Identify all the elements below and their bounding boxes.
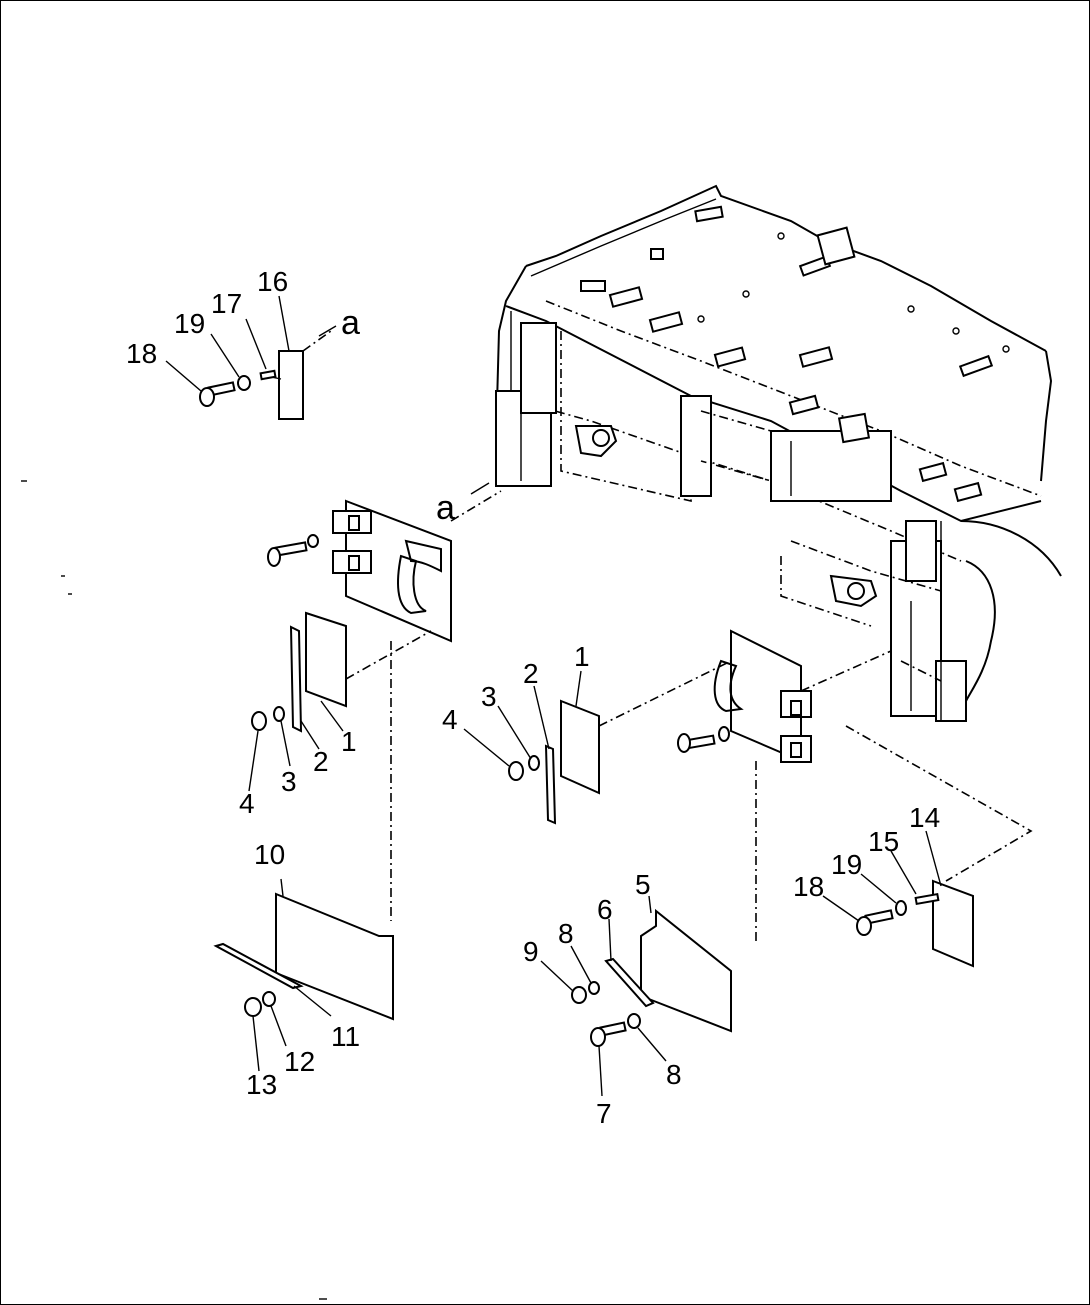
strip-2-left — [289, 625, 303, 733]
callout-13: 13 — [246, 1069, 277, 1100]
side-plate-14-group — [845, 660, 1033, 968]
strip-2-mid — [544, 744, 557, 825]
nut-4-mid — [508, 761, 524, 781]
washer-12 — [262, 991, 276, 1007]
callout-18-right: 18 — [793, 871, 824, 902]
spacer-15 — [914, 892, 940, 906]
callout-14: 14 — [909, 802, 940, 833]
callout-19-right: 19 — [831, 849, 862, 880]
callout-a-top: a — [341, 304, 360, 342]
washer-3-left — [273, 706, 285, 722]
washer-19-right — [895, 900, 907, 916]
bolt-7 — [590, 1021, 627, 1047]
side-plate-16-group — [199, 330, 332, 420]
middle-plate-group — [508, 660, 732, 825]
frame-assembly — [495, 184, 1062, 722]
bolt-18-top — [199, 381, 236, 407]
callout-15: 15 — [868, 826, 899, 857]
left-lower-plate-group — [213, 892, 394, 1021]
nut-13 — [244, 997, 262, 1017]
callout-1-mid: 1 — [574, 641, 590, 672]
spacer-17 — [259, 369, 277, 381]
left-hinge-bracket — [267, 490, 502, 921]
bolt-18-right — [856, 909, 894, 936]
washer-19-top — [237, 375, 251, 391]
nut-4-left — [251, 711, 267, 731]
callout-16-top: 16 — [257, 266, 288, 297]
callout-3-mid: 3 — [481, 681, 497, 712]
callout-5: 5 — [635, 869, 651, 900]
callout-10: 10 — [254, 839, 285, 870]
nut-9 — [571, 986, 587, 1004]
callout-17-top: 17 — [211, 288, 242, 319]
left-plate-group — [251, 611, 432, 733]
callout-2-mid: 2 — [523, 658, 539, 689]
callout-4-mid: 4 — [442, 704, 458, 735]
callout-19-top: 19 — [174, 308, 205, 339]
callout-a-mid: a — [436, 489, 455, 527]
callout-2-left: 2 — [313, 746, 329, 777]
callout-labels: 16 17 19 18 a a 1 2 3 4 1 2 3 4 10 11 12… — [126, 266, 940, 1129]
washer-3-mid — [528, 755, 540, 771]
callout-8-bottom: 8 — [666, 1059, 682, 1090]
callout-3-left: 3 — [281, 766, 297, 797]
washer-8-bottom — [627, 1013, 641, 1029]
callout-8-top: 8 — [558, 918, 574, 949]
side-plate-16 — [278, 350, 304, 420]
callout-11: 11 — [331, 1021, 360, 1052]
callout-7: 7 — [596, 1098, 612, 1129]
strip-11 — [213, 942, 304, 990]
middle-lower-plate-group — [571, 908, 732, 1047]
right-hinge-bracket — [677, 629, 892, 941]
callout-1-left: 1 — [341, 726, 357, 757]
washer-8-top — [588, 981, 600, 995]
leader-lines — [165, 295, 942, 1097]
callout-9: 9 — [523, 936, 539, 967]
callout-18-top: 18 — [126, 338, 157, 369]
callout-4-left: 4 — [239, 788, 255, 819]
callout-12: 12 — [284, 1046, 315, 1077]
callout-6: 6 — [597, 894, 613, 925]
